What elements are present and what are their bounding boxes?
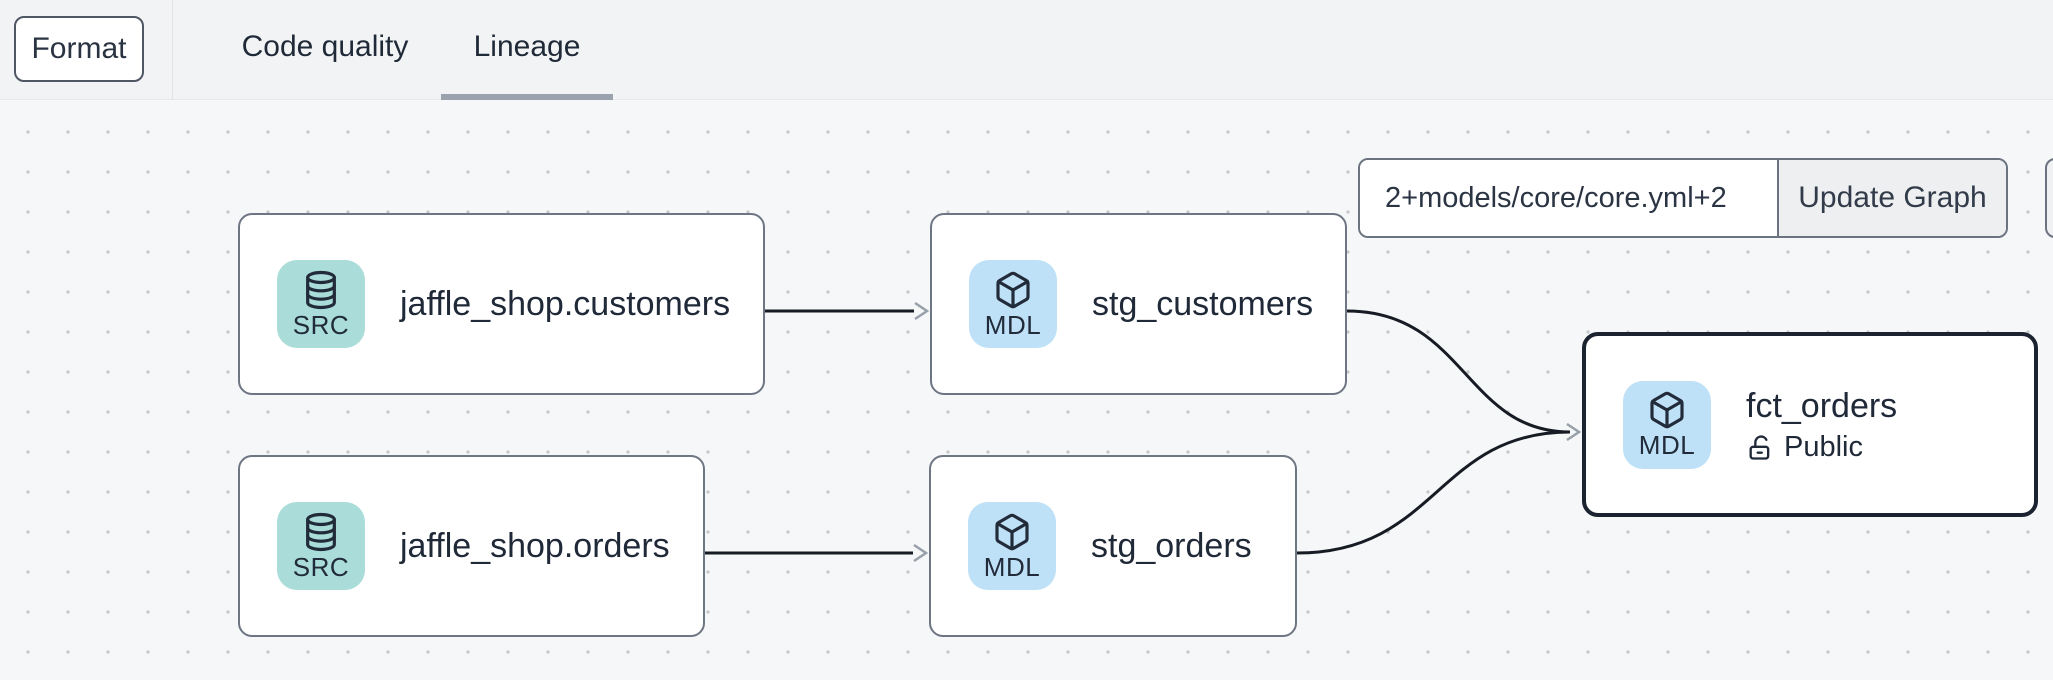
arrowhead-icon [913,543,929,563]
model-badge: MDL [968,502,1056,590]
badge-label: MDL [1638,430,1696,460]
tab-code-quality[interactable]: Code quality [218,0,432,94]
edge-stg-orders-to-fct-orders [1296,430,1571,555]
arrowhead-icon [914,301,930,321]
package-icon [996,271,1030,308]
badge-label: MDL [983,551,1041,582]
active-tab-indicator [441,94,613,100]
package-icon [1650,391,1684,429]
tab-lineage[interactable]: Lineage [441,0,613,94]
badge-label: SRC [292,309,350,340]
lineage-edges [705,301,1582,563]
format-button[interactable]: Format [14,16,144,82]
clipped-toolbar-button[interactable] [2045,158,2053,238]
node-stg-orders[interactable]: MDL stg_orders [929,455,1297,637]
arrowhead-icon [1566,422,1582,442]
toolbar-divider [172,0,173,100]
editor-toolbar: Format Code quality Lineage [0,0,2053,100]
node-title: stg_orders [1091,526,1252,565]
lineage-selector-group: Update Graph [1358,158,2008,238]
access-row: Public [1746,431,1897,464]
node-title: jaffle_shop.orders [400,526,670,565]
package-icon [995,513,1029,550]
node-jaffle-shop-orders[interactable]: SRC jaffle_shop.orders [238,455,705,637]
access-label: Public [1784,431,1863,463]
model-badge: MDL [1623,380,1711,469]
node-title: fct_orders [1746,387,1898,425]
node-title: jaffle_shop.customers [400,284,731,323]
update-graph-button[interactable]: Update Graph [1777,160,2006,236]
edge-stg-customers-to-fct-orders [1346,309,1571,434]
unlock-icon [1749,434,1770,460]
node-title: stg_customers [1092,284,1314,323]
node-fct-orders[interactable]: MDL fct_orders Public [1582,332,2038,517]
node-stg-customers[interactable]: MDL stg_customers [930,213,1347,395]
badge-label: SRC [292,551,350,582]
lineage-canvas[interactable]: SRC jaffle_shop.customers MDL stg_custom… [0,100,2053,680]
badge-label: MDL [984,309,1042,340]
source-badge: SRC [277,502,365,590]
database-icon [306,512,336,551]
node-jaffle-shop-customers[interactable]: SRC jaffle_shop.customers [238,213,765,395]
database-icon [306,270,336,309]
model-badge: MDL [969,260,1057,348]
source-badge: SRC [277,260,365,348]
lineage-selector-input[interactable] [1360,160,1777,236]
